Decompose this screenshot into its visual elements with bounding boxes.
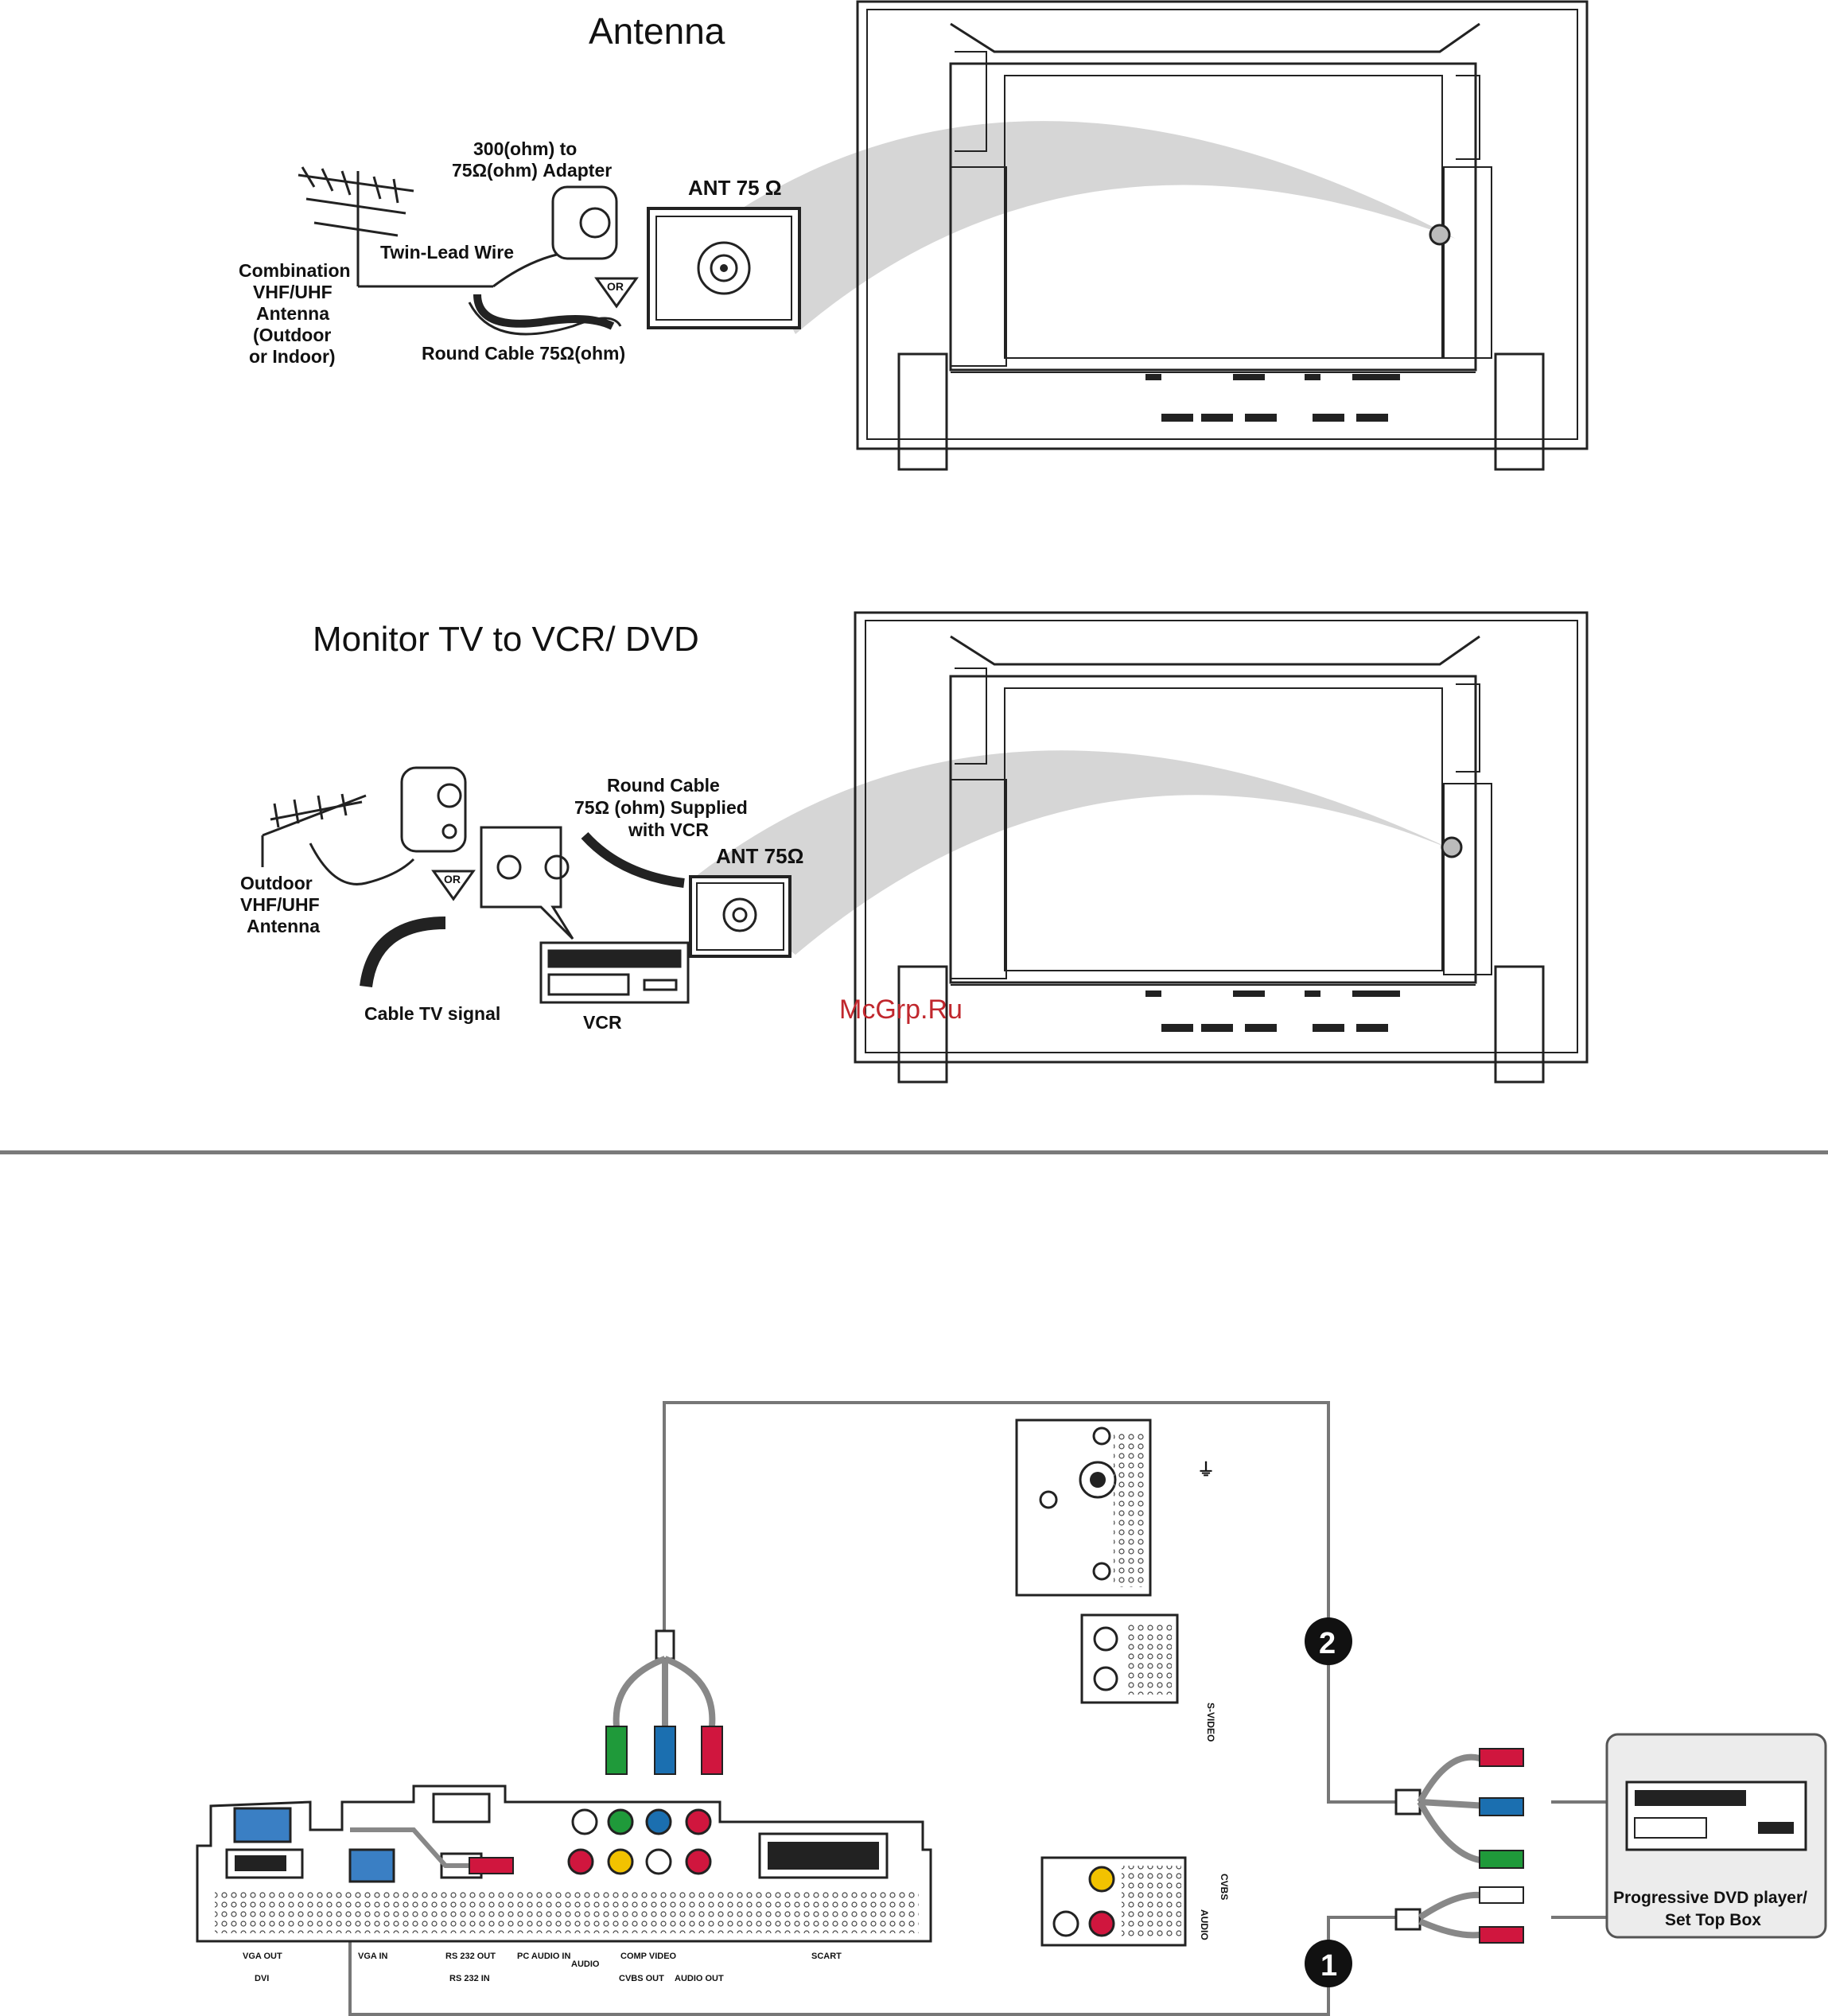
outdoor-antenna-icon bbox=[261, 793, 415, 885]
outdoor-antenna-label: Outdoor VHF/UHF Antenna bbox=[240, 873, 320, 936]
svg-text:1: 1 bbox=[1320, 1949, 1337, 1983]
dvd-player-box: Progressive DVD player/ Set Top Box bbox=[1605, 1733, 1827, 1939]
step-1-badge: 1 bbox=[1305, 1940, 1352, 1987]
vga-in-port bbox=[348, 1848, 395, 1883]
svg-text:CVBS: CVBS bbox=[1219, 1874, 1230, 1900]
adapter-label-1: 300(ohm) to bbox=[473, 138, 577, 159]
rear-connector-panel bbox=[196, 1784, 932, 1943]
vcr-label: VCR bbox=[583, 1012, 622, 1033]
step-2-badge: 2 bbox=[1305, 1617, 1352, 1665]
connection-section: 2 1 bbox=[196, 1401, 1827, 2016]
svg-text:Progressive DVD player/: Progressive DVD player/ bbox=[1613, 1889, 1807, 1907]
svg-text:or Indoor): or Indoor) bbox=[249, 346, 336, 367]
svg-text:OR: OR bbox=[444, 873, 461, 885]
vga-out-port bbox=[233, 1807, 292, 1843]
svg-text:Antenna: Antenna bbox=[247, 916, 320, 936]
dvd-component-cable bbox=[1394, 1748, 1524, 1869]
svg-text:SCART: SCART bbox=[811, 1952, 842, 1961]
cable-tv-label: Cable TV signal bbox=[364, 1003, 500, 1024]
svg-text:with VCR: with VCR bbox=[628, 819, 709, 840]
svg-text:RS 232 OUT: RS 232 OUT bbox=[445, 1952, 496, 1961]
rs232-port bbox=[432, 1792, 491, 1823]
dvd-audio-cable bbox=[1394, 1886, 1524, 1944]
coax-port-icon bbox=[697, 241, 751, 295]
coax-port-icon-2 bbox=[722, 897, 757, 932]
jack-white bbox=[571, 1808, 598, 1835]
vcr-port-inset bbox=[480, 826, 574, 940]
twin-lead-label: Twin-Lead Wire bbox=[380, 242, 514, 263]
antenna-title: Antenna bbox=[589, 10, 725, 52]
antenna-label: Combination VHF/UHF Antenna (Outdoor or … bbox=[239, 260, 351, 367]
tv-rear-panel-2 bbox=[854, 611, 1589, 1084]
svg-text:VGA OUT: VGA OUT bbox=[243, 1952, 282, 1961]
round-cable-icon bbox=[473, 294, 615, 330]
jack-red bbox=[685, 1808, 712, 1835]
svg-text:AUDIO: AUDIO bbox=[571, 1960, 600, 1969]
ant-inset-box-2 bbox=[689, 875, 791, 958]
svg-text:Outdoor: Outdoor bbox=[240, 873, 313, 893]
blue-plug bbox=[654, 1726, 676, 1775]
svg-text:RS 232 IN: RS 232 IN bbox=[449, 1974, 490, 1983]
svg-text:2: 2 bbox=[1319, 1627, 1336, 1660]
vcr-section: Monitor TV to VCR/ DVD bbox=[240, 611, 1589, 1084]
cable-tv-cable bbox=[360, 917, 446, 988]
section-divider bbox=[0, 1150, 1828, 1154]
side-panel-cvbs: AUDIO CVBS bbox=[1040, 1856, 1230, 1947]
tv-rear-panel-1 bbox=[856, 0, 1589, 471]
svg-text:VHF/UHF: VHF/UHF bbox=[253, 282, 333, 302]
ant-inset-box bbox=[647, 207, 801, 329]
side-panel-antenna: ⏚ bbox=[1015, 1419, 1215, 1597]
connection-wires bbox=[348, 1401, 1607, 2016]
svg-text:PC AUDIO IN: PC AUDIO IN bbox=[517, 1952, 570, 1961]
round-cable-label-2: Round Cable 75Ω (ohm) Supplied with VCR bbox=[574, 775, 748, 840]
adapter-label-2: 75Ω(ohm) Adapter bbox=[452, 160, 612, 181]
svg-text:Antenna: Antenna bbox=[256, 303, 329, 324]
ant-port-label: ANT 75 Ω bbox=[688, 176, 782, 200]
jack-white-2 bbox=[645, 1848, 672, 1875]
tv-bottom-connectors-2 bbox=[1145, 990, 1400, 1032]
svg-text:⏚: ⏚ bbox=[1197, 1460, 1215, 1480]
svg-text:DVI: DVI bbox=[255, 1974, 269, 1983]
svg-text:VGA IN: VGA IN bbox=[358, 1952, 388, 1961]
jack-yellow bbox=[607, 1848, 634, 1875]
jack-red-3 bbox=[685, 1848, 712, 1875]
svg-text:COMP VIDEO: COMP VIDEO bbox=[620, 1952, 677, 1961]
svg-text:OR: OR bbox=[607, 280, 624, 293]
or-badge-1: OR bbox=[594, 277, 639, 309]
jack-blue bbox=[645, 1808, 672, 1835]
antenna-section: Antenna bbox=[239, 0, 1589, 471]
round-cable-label: Round Cable 75Ω(ohm) bbox=[422, 343, 625, 364]
svg-text:Combination: Combination bbox=[239, 260, 351, 281]
svg-text:Set Top Box: Set Top Box bbox=[1665, 1911, 1761, 1929]
svg-text:AUDIO OUT: AUDIO OUT bbox=[675, 1974, 724, 1983]
panel-labels: VGA OUT DVI VGA IN RS 232 OUT RS 232 IN … bbox=[243, 1952, 842, 1983]
green-plug bbox=[605, 1726, 628, 1775]
red-plug bbox=[701, 1726, 723, 1775]
jack-red-2 bbox=[567, 1848, 594, 1875]
side-panel-svideo: S-VIDEO bbox=[1080, 1613, 1216, 1742]
antenna-icon bbox=[298, 166, 493, 288]
vcr-icon bbox=[539, 941, 690, 1004]
tv-bottom-connectors-1 bbox=[1145, 374, 1400, 422]
vcr-round-cable bbox=[581, 831, 685, 888]
jack-green bbox=[607, 1808, 634, 1835]
svg-text:CVBS OUT: CVBS OUT bbox=[619, 1974, 664, 1983]
svg-text:S-VIDEO: S-VIDEO bbox=[1205, 1703, 1216, 1742]
svg-text:AUDIO: AUDIO bbox=[1199, 1909, 1210, 1940]
svg-text:Round Cable: Round Cable bbox=[607, 775, 720, 796]
svg-text:(Outdoor: (Outdoor bbox=[253, 325, 331, 345]
or-badge-2: OR bbox=[431, 870, 476, 901]
vcr-title: Monitor TV to VCR/ DVD bbox=[313, 620, 699, 659]
zoom-arc bbox=[732, 121, 1456, 334]
ant-port-label-2: ANT 75Ω bbox=[716, 844, 803, 868]
svg-text:75Ω (ohm) Supplied: 75Ω (ohm) Supplied bbox=[574, 797, 748, 818]
zoom-arc-2 bbox=[692, 750, 1456, 955]
watermark: McGrp.Ru bbox=[839, 994, 963, 1025]
adapter-icon bbox=[468, 185, 622, 336]
component-cable-top bbox=[605, 1629, 723, 1775]
splitter-icon bbox=[400, 766, 467, 853]
svg-text:VHF/UHF: VHF/UHF bbox=[240, 894, 320, 915]
